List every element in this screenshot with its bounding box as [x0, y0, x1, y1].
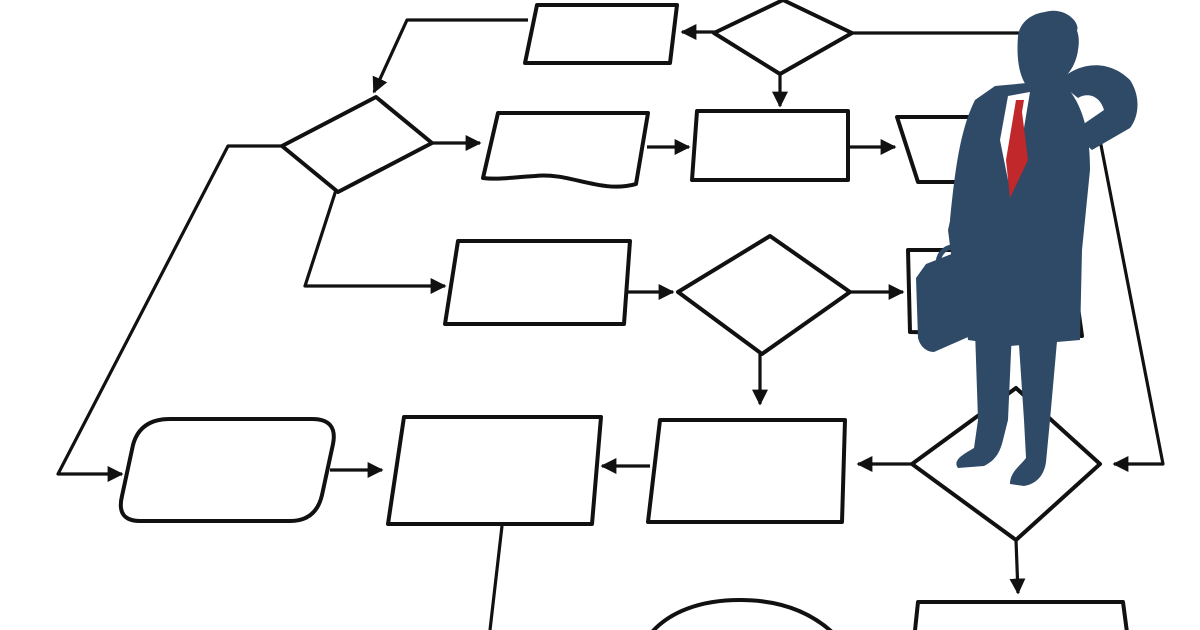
connector-leftdiamond-to-process-row3 — [303, 189, 447, 294]
process-box-row3 — [443, 239, 632, 326]
briefcase-handle — [935, 244, 965, 263]
figure-leg-back — [956, 330, 1012, 468]
process-box-top — [523, 3, 679, 65]
connector-process-down-offcanvas — [488, 525, 504, 630]
decision-diamond-bottom — [910, 386, 1102, 542]
terminal-rounded-box — [118, 417, 336, 523]
document-shape — [481, 111, 650, 189]
figure-jacket — [950, 80, 1090, 346]
confused-businessman-icon — [916, 10, 1138, 486]
connector-circle-bottom — [651, 598, 833, 630]
decision-diamond-left — [280, 95, 434, 194]
decision-diamond-top — [712, 0, 854, 76]
process-box-bottom-right — [913, 600, 1129, 630]
figure-arm-lower — [948, 140, 982, 262]
connectors — [56, 18, 1165, 630]
figure-arm-raised — [1058, 65, 1138, 150]
figure-hair — [1036, 10, 1078, 33]
process-box-row2 — [690, 109, 850, 182]
connector-bottomdiamond-down — [1009, 539, 1026, 595]
process-box-row4-b — [646, 418, 847, 524]
figure-head — [1017, 11, 1079, 91]
briefcase-icon — [916, 246, 984, 352]
connector-topprocess-to-leftdiamond — [372, 18, 528, 94]
connector-right-loop — [1098, 139, 1165, 472]
figure-leg-front — [1010, 330, 1058, 486]
process-box-row4-a — [386, 415, 603, 526]
figure-tie — [1006, 100, 1028, 198]
decision-diamond-row3 — [676, 234, 852, 356]
connector-leftdiamond-to-leftedge — [56, 144, 282, 482]
